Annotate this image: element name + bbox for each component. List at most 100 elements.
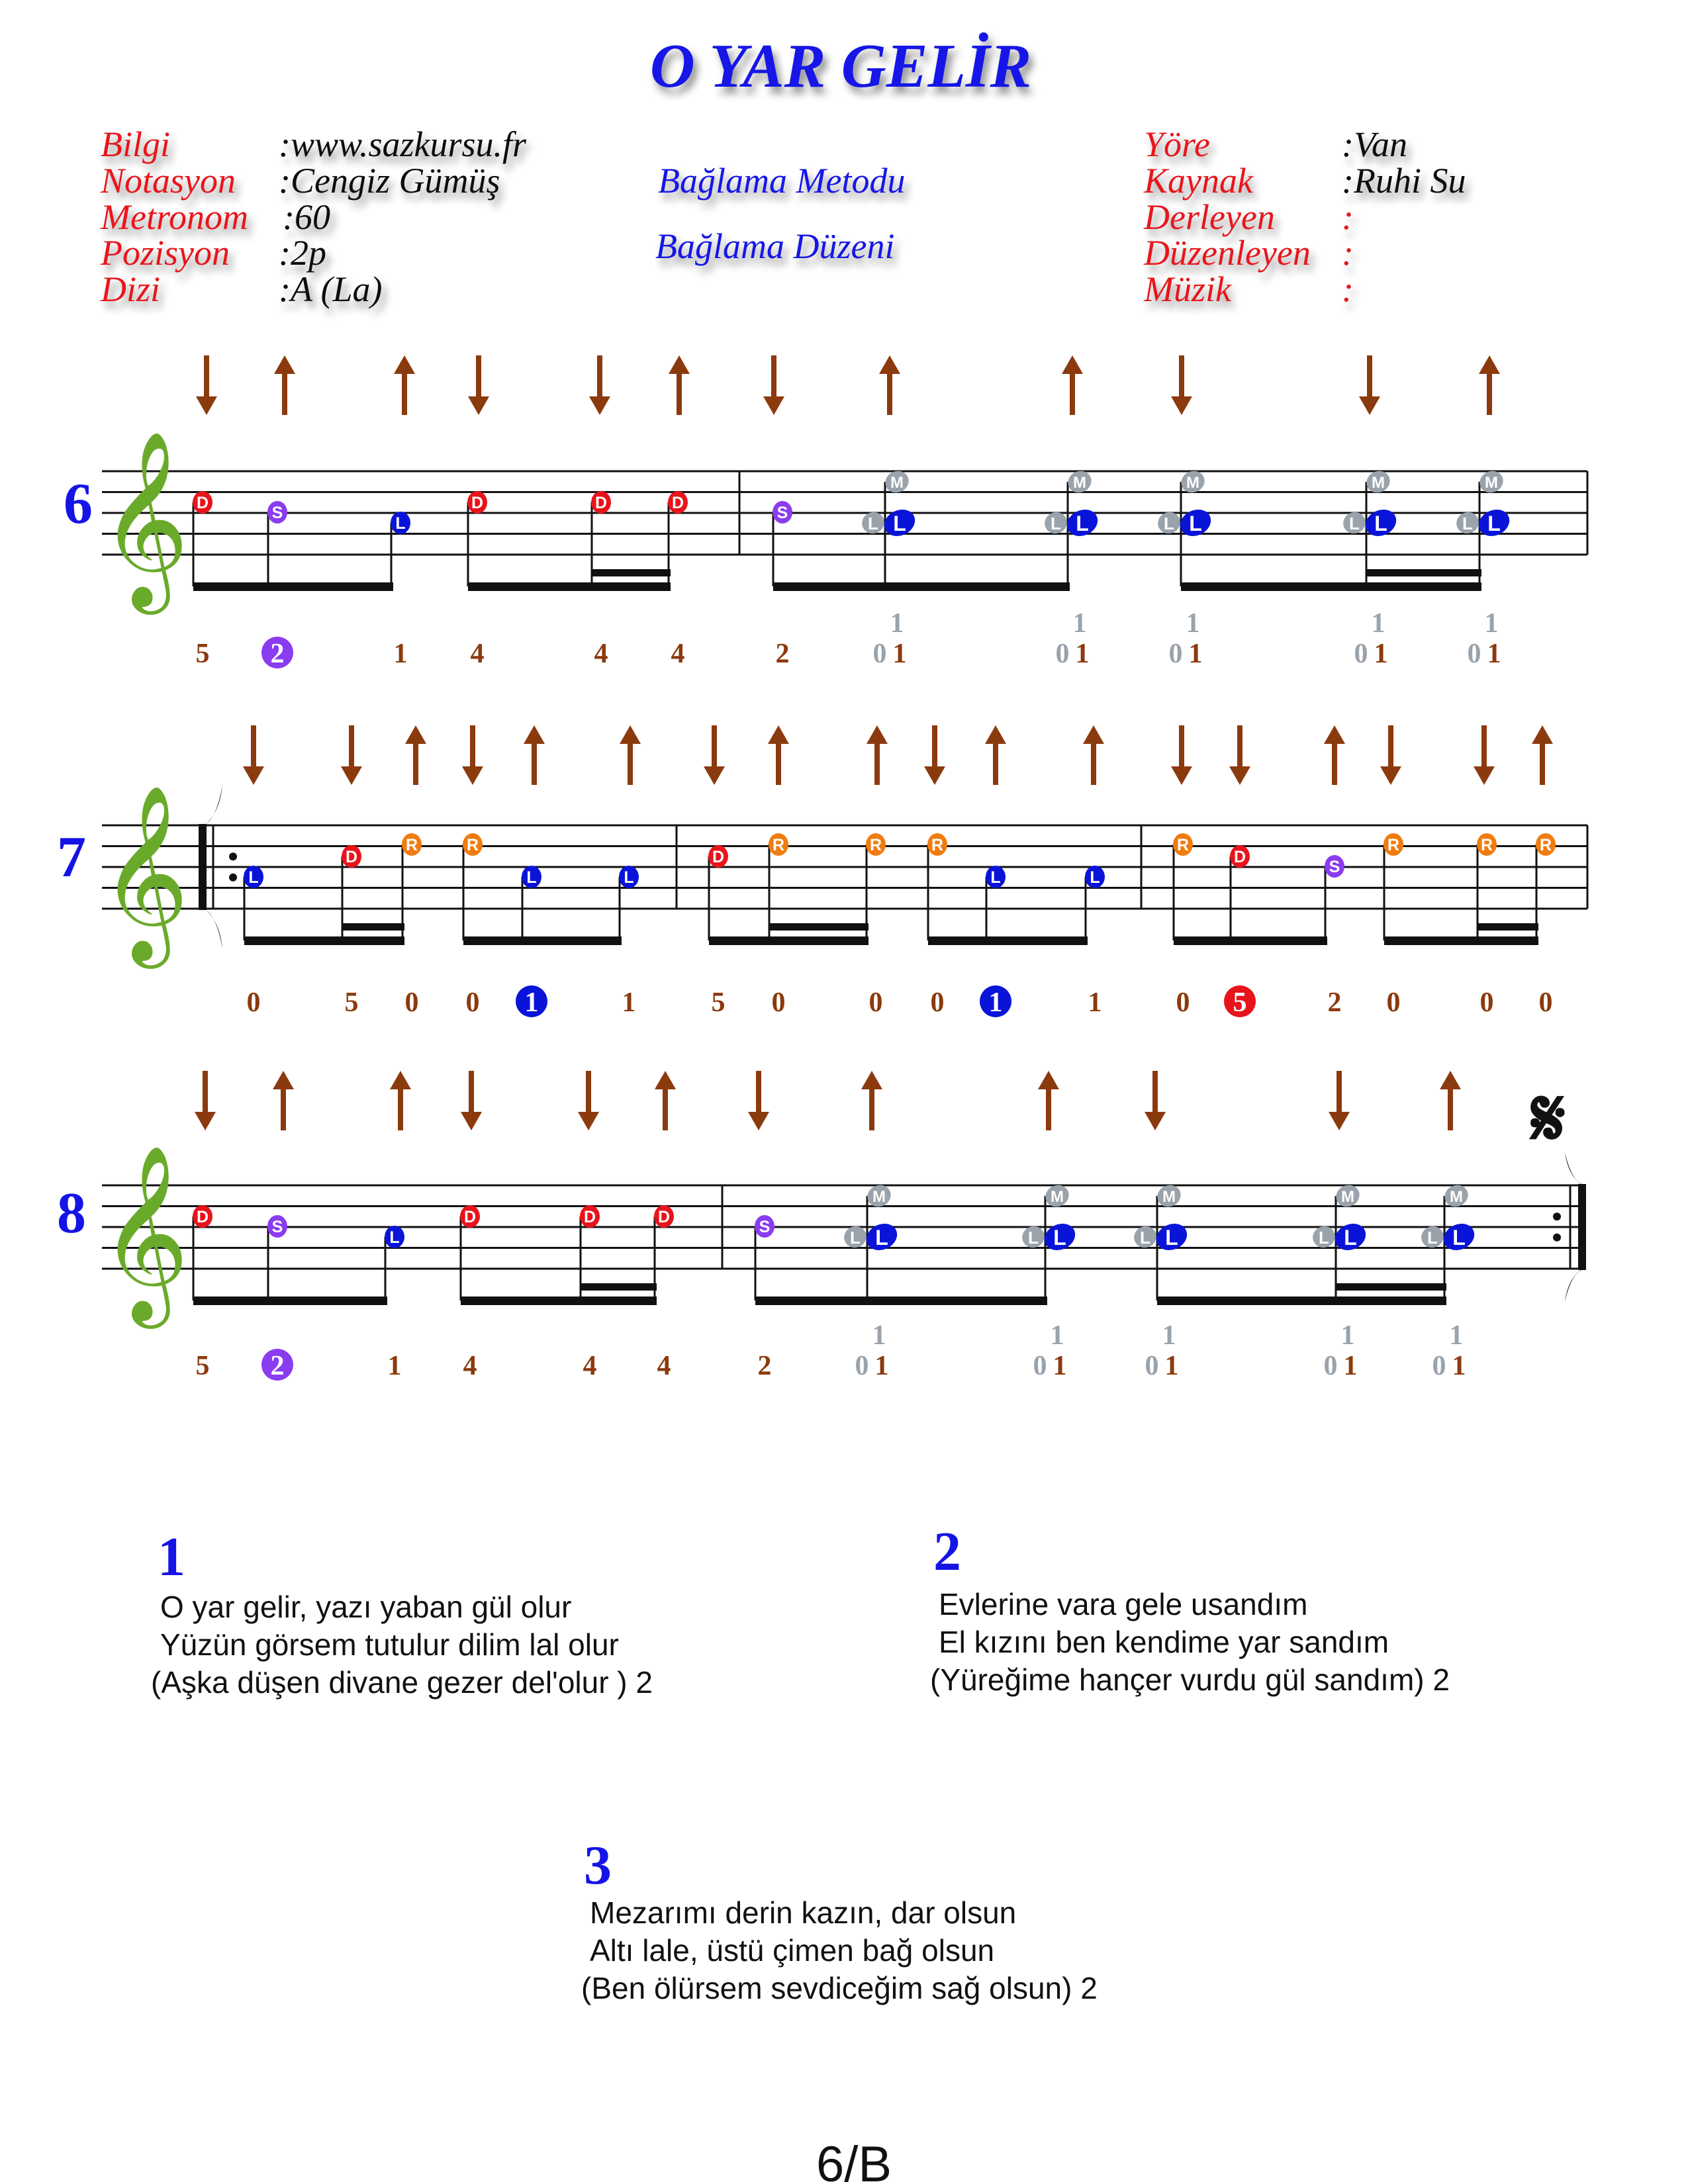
fret-number-text: 1: [1076, 639, 1090, 669]
fret-number: 101: [1169, 608, 1203, 669]
info-label: Müzik: [1143, 269, 1232, 309]
verse-2: 2 Evlerine vara gele usandım El kızını b…: [930, 1521, 1450, 1697]
note-letter: D: [197, 494, 209, 512]
note-letter: D: [672, 494, 684, 512]
note-letter: R: [467, 836, 479, 854]
info-right: Yöre :Van Kaynak :Ruhi Su Derleyen : Düz…: [1143, 124, 1466, 309]
treble-clef-icon: 𝄞: [99, 1147, 189, 1329]
fret-number-text: 4: [657, 1351, 671, 1381]
note-letter: S: [759, 1218, 771, 1236]
strum-up-arrow-icon: [1479, 355, 1500, 415]
note-letter: D: [197, 1208, 209, 1226]
upper-note-head: [885, 471, 909, 493]
open-string-number: 0: [873, 639, 887, 669]
note: LML: [1343, 471, 1397, 586]
fret-number: 4: [657, 1351, 671, 1381]
note-head: [391, 512, 410, 534]
note: S: [754, 1215, 774, 1300]
note-letter: L: [1028, 1228, 1039, 1248]
beam: [1174, 936, 1327, 945]
info-value: :Van: [1342, 124, 1407, 164]
fret-number-text: 1: [1189, 639, 1203, 669]
note-letter: S: [272, 1218, 283, 1236]
note: D: [1229, 845, 1250, 940]
info-label: Pozisyon: [100, 233, 230, 273]
beam: [928, 936, 1088, 945]
note-letter: M: [1162, 1188, 1176, 1206]
note-head: [463, 833, 483, 856]
verse-number: 2: [933, 1521, 961, 1582]
note-letter: L: [248, 868, 258, 887]
fret-number-text: 5: [712, 987, 726, 1018]
ghost-note-head: [1343, 512, 1366, 534]
upper-note-head: [1366, 471, 1390, 493]
page-number: 6/B: [816, 2136, 892, 2184]
info-label: Bilgi: [101, 124, 170, 164]
lyric-line: (Yüreğime hançer vurdu gül sandım) 2: [930, 1662, 1450, 1697]
strum-down-arrow-icon: [578, 1071, 599, 1130]
note: L: [384, 1226, 404, 1300]
beam: [1157, 1297, 1446, 1305]
verse-1: 1 O yar gelir, yazı yaban gül olur Yüzün…: [151, 1526, 653, 1700]
fret-number: 101: [1432, 1320, 1466, 1381]
note-head: [1365, 510, 1397, 536]
note: LML: [1158, 471, 1211, 586]
note-head: [385, 1226, 404, 1248]
strum-up-arrow-icon: [867, 725, 888, 785]
fret-number-text: 2: [776, 639, 790, 669]
fret-number-text: 0: [931, 987, 945, 1018]
ghost-note-head: [1045, 512, 1067, 534]
note-letter: L: [395, 514, 405, 533]
beam-secondary: [581, 1283, 657, 1291]
ghost-note-head: [1134, 1226, 1156, 1248]
fret-number-text: 4: [471, 639, 485, 669]
upper-string-number: 1: [890, 608, 904, 639]
lyric-line: Yüzün görsem tutulur dilim lal olur: [160, 1627, 619, 1662]
upper-note-head: [1045, 1185, 1069, 1207]
fret-number: 0: [772, 987, 786, 1018]
note-letter: D: [1234, 848, 1246, 866]
verse-3: 3 Mezarımı derin kazın, dar olsun Altı l…: [581, 1835, 1098, 2005]
beam: [461, 1297, 657, 1305]
note-letter: R: [773, 836, 784, 854]
fret-number: 0: [405, 987, 419, 1018]
note-head: [244, 866, 263, 888]
song-title: O YAR GELİR: [650, 32, 1031, 101]
note-letter: L: [1189, 512, 1202, 535]
note-letter: M: [1341, 1188, 1354, 1206]
note-head: [193, 491, 212, 514]
strum-up-arrow-icon: [1062, 355, 1083, 415]
beam: [468, 582, 671, 591]
strum-up-arrow-icon: [669, 355, 690, 415]
note-letter: L: [526, 868, 536, 887]
ghost-note-head: [1456, 512, 1479, 534]
strum-up-arrow-icon: [274, 355, 295, 415]
repeat-dot: [1553, 1233, 1561, 1242]
note-head: [402, 833, 422, 856]
note-letter: M: [1372, 474, 1385, 492]
note-head: [193, 1205, 212, 1228]
fret-number: 4: [594, 639, 608, 669]
fret-number-text: 1: [1374, 639, 1388, 669]
fret-number: 2: [261, 1349, 293, 1381]
upper-string-number: 1: [1186, 608, 1200, 639]
beam-secondary: [769, 923, 868, 931]
note: D: [667, 491, 688, 586]
info-value: :www.sazkursu.fr: [279, 124, 527, 164]
note-letter: L: [1427, 1228, 1438, 1248]
open-string-number: 0: [1169, 639, 1183, 669]
note-letter: L: [1140, 1228, 1150, 1248]
note: S: [772, 501, 792, 586]
note-head: [986, 866, 1006, 888]
fret-number-text: 0: [1387, 987, 1401, 1018]
lyric-line: Evlerine vara gele usandım: [939, 1587, 1307, 1621]
upper-string-number: 1: [872, 1320, 886, 1351]
fret-number-text: 4: [671, 639, 685, 669]
note: S: [1324, 855, 1344, 940]
upper-string-number: 1: [1051, 1320, 1064, 1351]
info-label: Düzenleyen: [1143, 233, 1311, 273]
fret-number-text: 1: [1344, 1351, 1358, 1381]
measure-number: 6: [64, 472, 93, 536]
beam-secondary: [1366, 569, 1481, 576]
repeat-start-bar: [199, 824, 207, 910]
